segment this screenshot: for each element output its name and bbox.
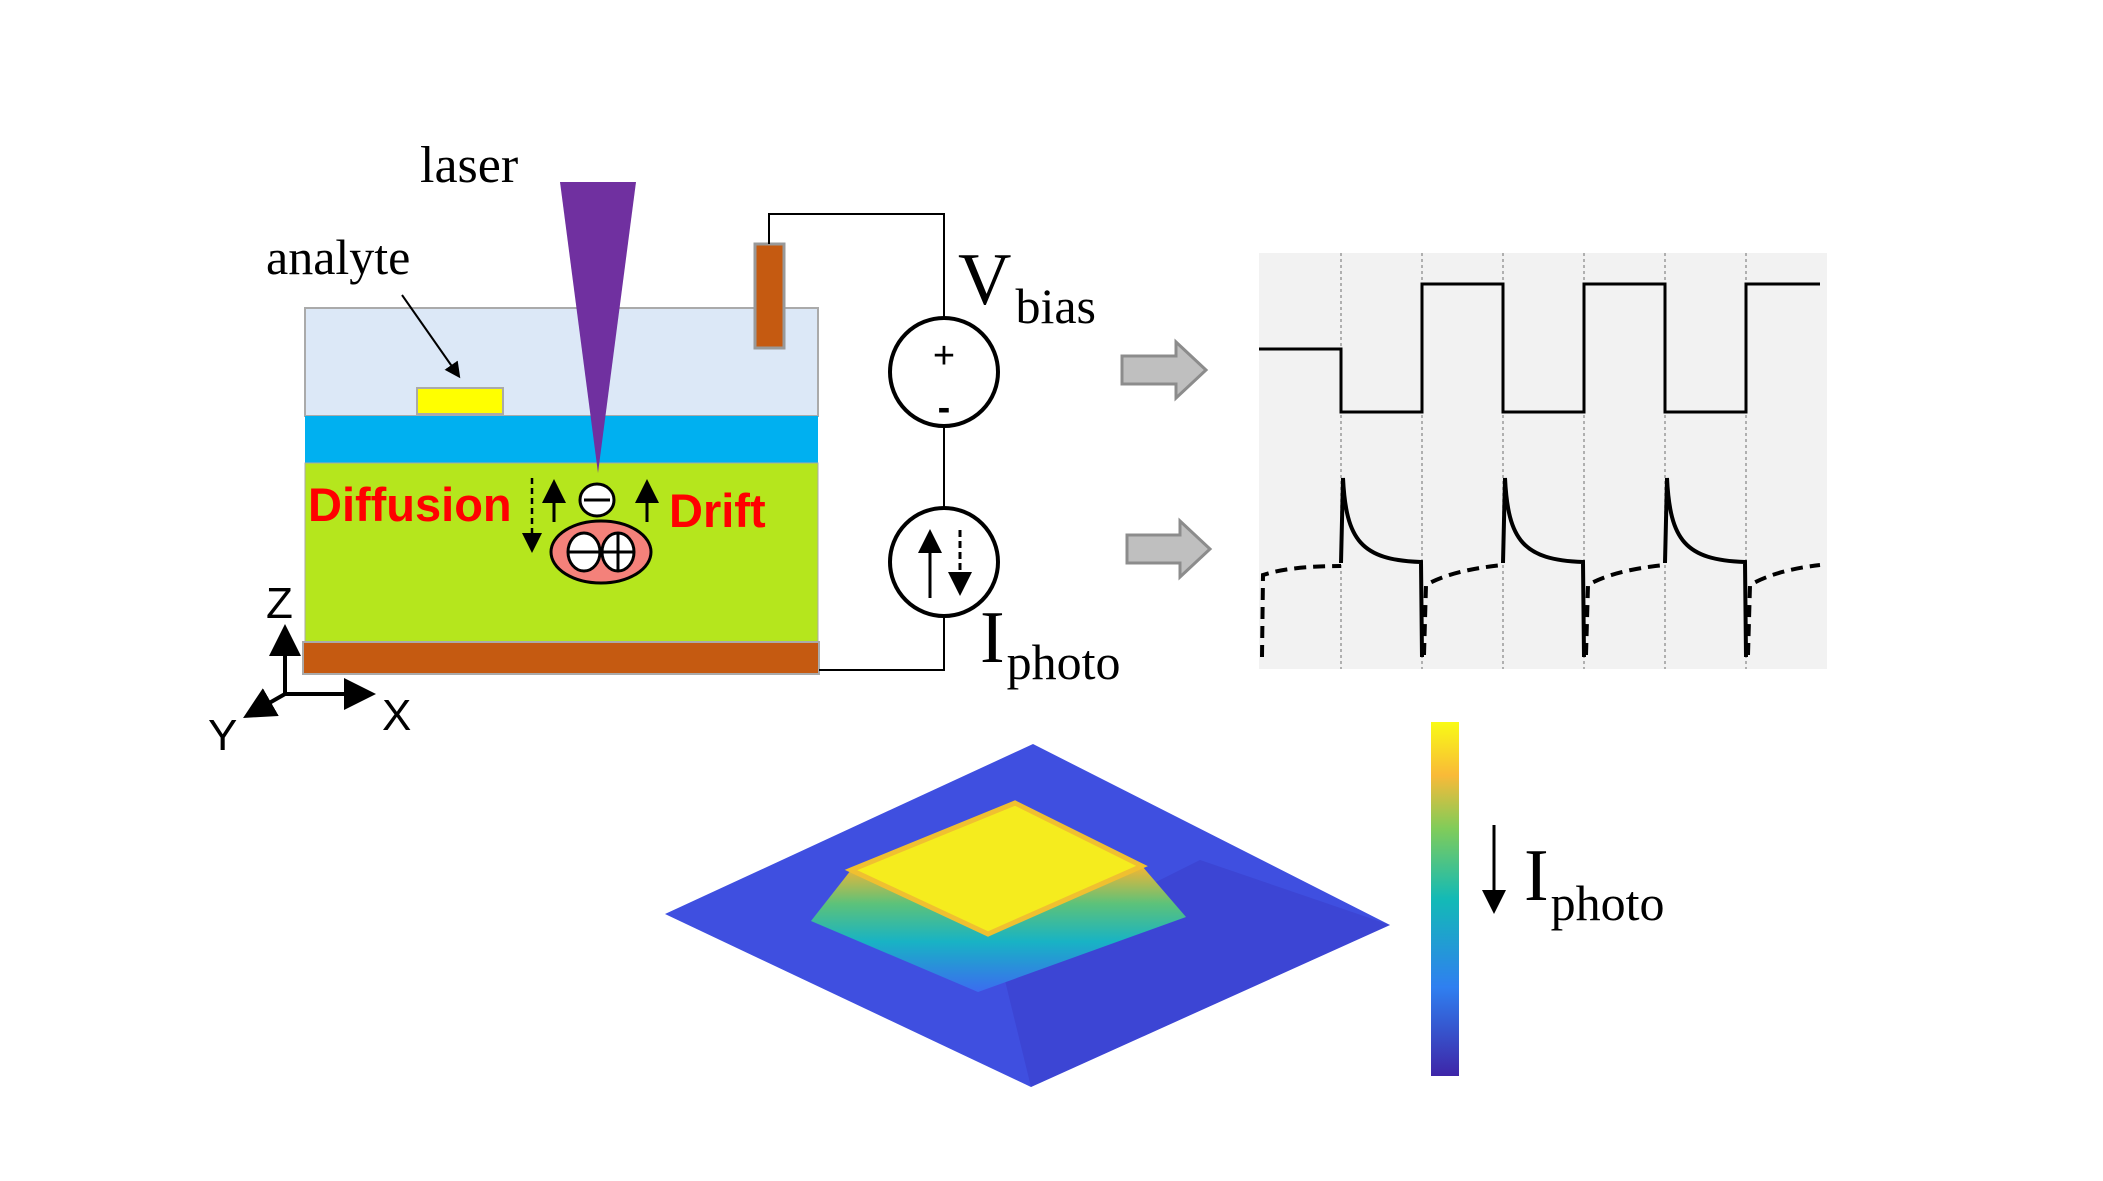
reference-electrode [753, 242, 786, 350]
minus-sign: - [938, 387, 951, 429]
analyte-pointer-arrow [401, 294, 461, 379]
axis-y-label: Y [208, 711, 237, 760]
photocurrent-solid-trace [1339, 477, 1748, 658]
circuit-wires [768, 213, 945, 671]
electrolyte-layer [304, 307, 819, 417]
iphoto-label: Iphoto [980, 597, 1121, 690]
photocurrent-dashed-trace [1260, 563, 1821, 658]
waveform-panel [1259, 253, 1827, 669]
surface-plateau [844, 800, 1148, 937]
vbias-label: Vbias [958, 239, 1096, 334]
analyte-block [416, 387, 504, 415]
laser-beam [560, 182, 636, 473]
block-arrow-voltage [1120, 338, 1209, 402]
diffusion-label: Diffusion [308, 478, 512, 531]
axis-x-label: X [382, 691, 411, 740]
photocurrent-surface-map [665, 744, 1390, 1087]
coordinate-axes [243, 624, 376, 718]
plus-sign: + [933, 335, 955, 377]
bias-voltage-square-wave [1259, 282, 1820, 414]
current-source-icon [888, 506, 1000, 618]
axis-z-label: Z [266, 579, 293, 628]
drift-label: Drift [669, 484, 766, 537]
laser-label: laser [420, 137, 518, 194]
analyte-label: analyte [266, 229, 410, 285]
electron-hole-pair-icon [549, 519, 653, 585]
block-arrow-current [1125, 517, 1213, 581]
electron-icon [578, 482, 616, 518]
colorbar-iphoto-label: Iphoto [1524, 835, 1665, 931]
voltage-source-icon [888, 316, 1000, 428]
back-electrode [302, 641, 820, 675]
colorbar [1431, 722, 1459, 1076]
oxide-layer [305, 416, 818, 463]
